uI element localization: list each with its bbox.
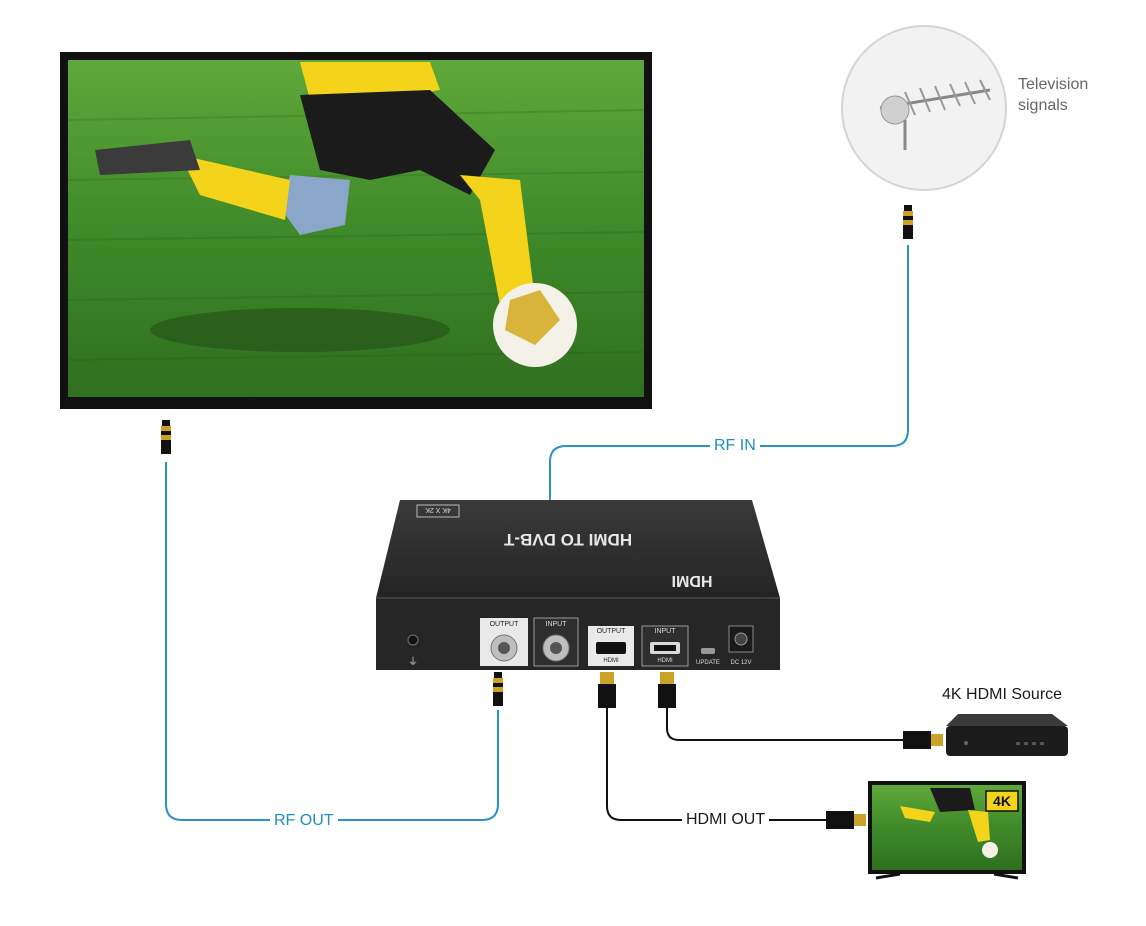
rf-in-label: RF IN [710, 437, 760, 455]
television-signals-label: Television signals [1018, 76, 1089, 114]
set-top-box-icon [946, 714, 1068, 756]
coax-connector-icon [493, 672, 503, 706]
hdmi-connector-icon [826, 811, 866, 829]
resolution-badge-text: 4K X 2K [425, 506, 451, 513]
big-tv [60, 52, 652, 409]
coax-connector-icon [903, 205, 913, 239]
small-tv-icon: 4K [868, 781, 1026, 880]
hdmi-out-cable [606, 708, 830, 821]
rf-output-label: OUTPUT [490, 621, 520, 628]
rf-out-label: RF OUT [270, 812, 338, 830]
update-label: UPDATE [696, 660, 720, 666]
4k-badge: 4K [993, 793, 1011, 809]
hdmi-connector-icon [658, 672, 676, 708]
hdmi-in-cable [666, 708, 905, 741]
hdmi-connector-icon [598, 672, 616, 708]
ground-icon: ⏚ [408, 656, 418, 668]
device-title: HDMI TO DVB-T [503, 530, 632, 549]
update-port[interactable] [701, 648, 715, 654]
dc-label: DC 12V [730, 660, 751, 666]
ground-screw-icon [407, 634, 419, 646]
hdmi-out-label: HDMI OUT [682, 811, 770, 829]
hdmi-input-sublabel: HDMI [657, 658, 673, 664]
antenna-icon [841, 25, 1007, 191]
hdmi-output-sublabel: HDMI [603, 658, 619, 664]
coax-connector-icon [161, 420, 171, 454]
football-player-image [95, 62, 577, 367]
hdmi-output-label: OUTPUT [597, 628, 627, 635]
hdmi-brand-logo: HDMI [672, 572, 713, 589]
hdmi-input-label: INPUT [655, 628, 677, 635]
hdmi-source-label: 4K HDMI Source [938, 686, 1067, 704]
hdmi-connector-icon [903, 731, 943, 749]
resolution-badge [416, 504, 460, 518]
rf-input-label: INPUT [546, 621, 568, 628]
hdmi-to-dvbt-device: 4K X 2K HDMI TO DVB-T HDMI ⏚ OUTPUT INPU… [376, 500, 780, 670]
